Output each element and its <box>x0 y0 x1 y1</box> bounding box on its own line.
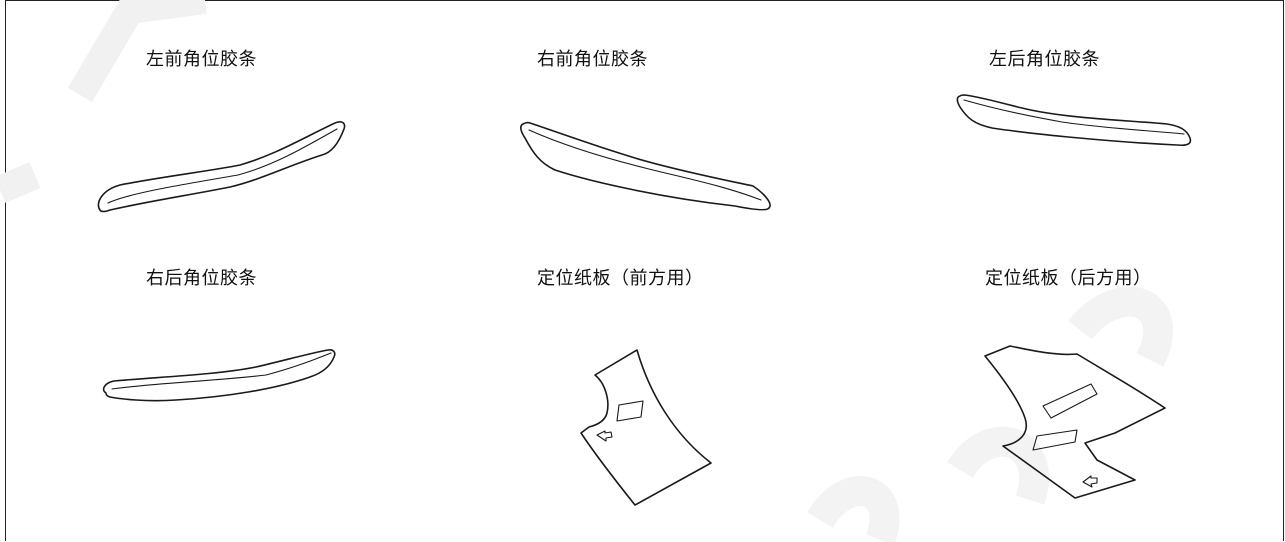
label-rear-right-strip: 右后角位胶条 <box>146 268 257 289</box>
positioning-template-rear-drawing <box>984 345 1166 499</box>
rear-left-corner-strip-drawing <box>956 94 1192 147</box>
label-front-right-strip: 右前角位胶条 <box>537 49 648 70</box>
label-template-front: 定位纸板（前方用） <box>537 268 704 289</box>
front-right-corner-strip-drawing <box>520 121 771 211</box>
label-front-left-strip: 左前角位胶条 <box>146 49 257 70</box>
label-rear-left-strip: 左后角位胶条 <box>989 49 1100 70</box>
positioning-template-front-drawing <box>580 349 712 506</box>
diagram-frame <box>5 0 1284 541</box>
label-template-rear: 定位纸板（后方用） <box>985 268 1152 289</box>
front-left-corner-strip-drawing <box>97 121 346 213</box>
rear-right-corner-strip-drawing <box>102 349 336 402</box>
